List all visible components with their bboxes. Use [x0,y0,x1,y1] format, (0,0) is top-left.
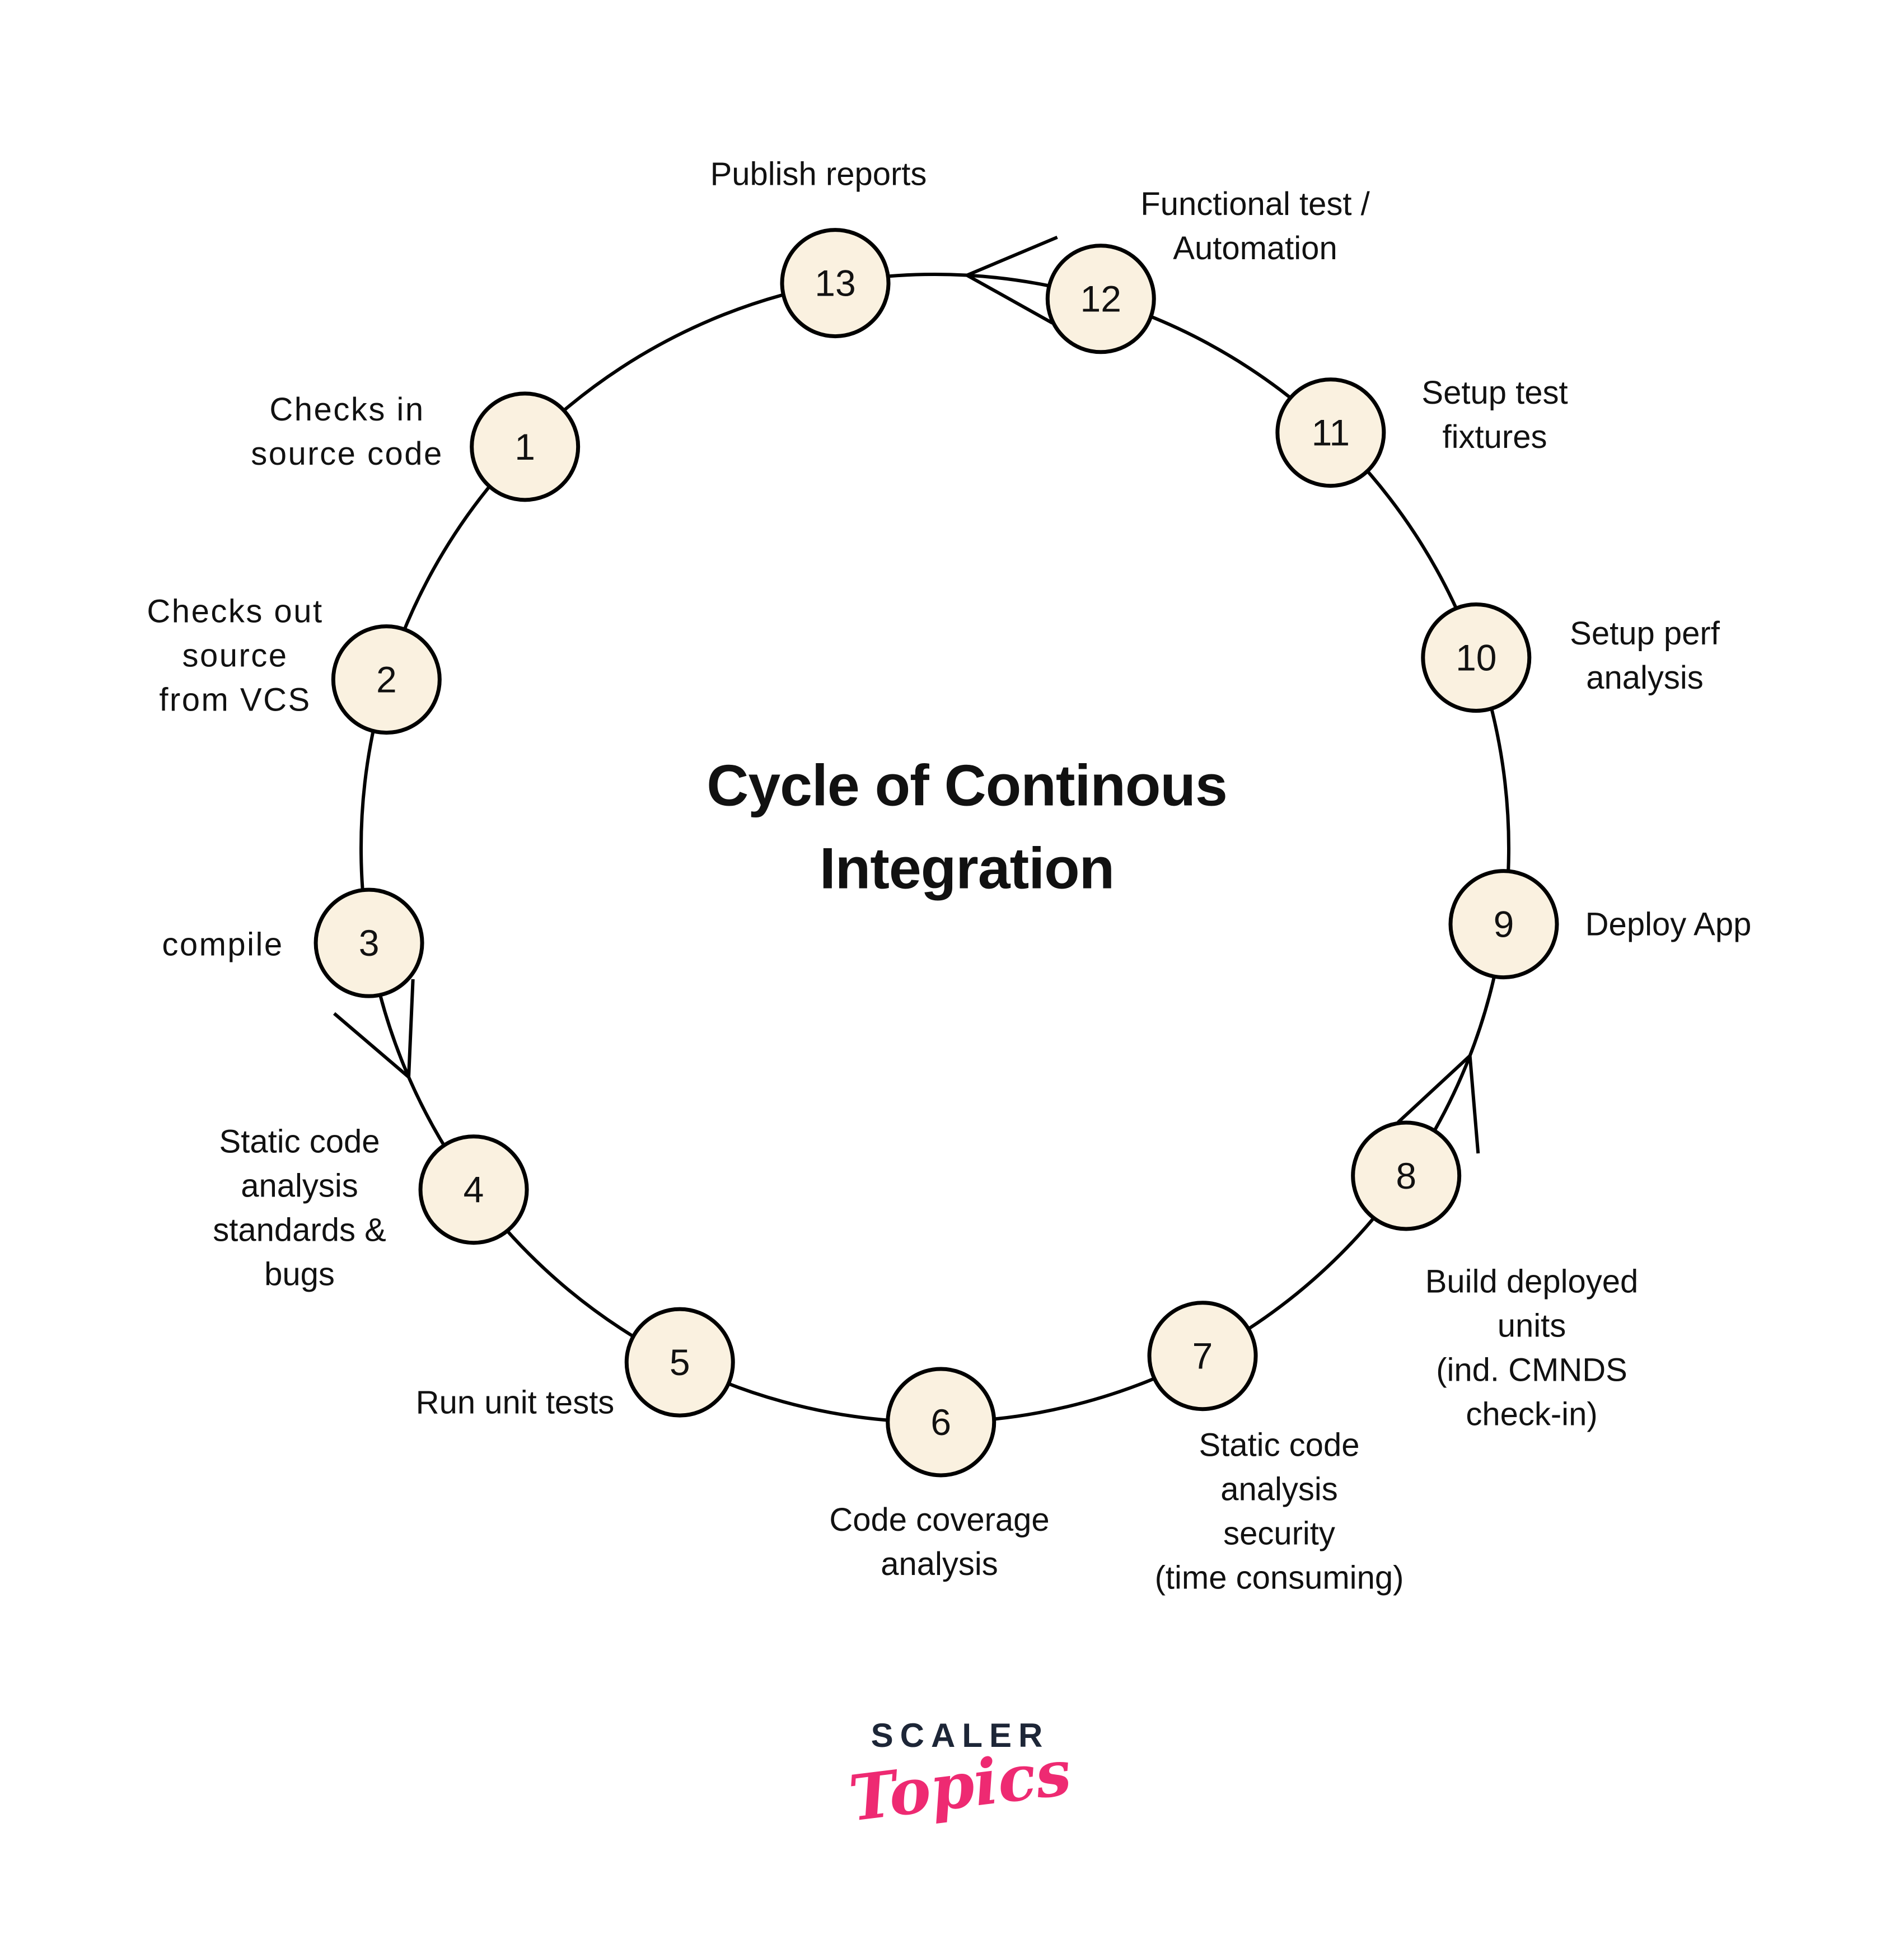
step-node-1: 1 [470,391,581,502]
step-number: 1 [514,426,535,468]
step-circle [331,624,442,735]
step-node-10: 10 [1421,602,1532,713]
step-node-2: 2 [331,624,442,735]
step-circle [314,887,424,998]
step-number: 10 [1456,637,1496,679]
step-circle [1045,244,1156,354]
step-number: 9 [1494,904,1514,945]
step-circle [1147,1301,1258,1411]
step-node-12: 12 [1045,244,1156,354]
step-label-7: Static code analysis security (time cons… [1154,1427,1404,1596]
step-number: 8 [1396,1155,1416,1196]
step-circle [624,1307,735,1418]
step-node-8: 8 [1351,1120,1462,1231]
flow-arrow-icon [333,979,415,1081]
step-circle [1421,602,1532,713]
step-number: 2 [376,659,397,700]
step-label-9: Deploy App [1585,906,1752,943]
step-node-4: 4 [418,1134,529,1245]
step-circle [1275,377,1386,488]
flow-arrow-icon [963,236,1058,325]
step-node-11: 11 [1275,377,1386,488]
step-node-5: 5 [624,1307,735,1418]
step-label-12: Functional test / Automation [1140,186,1370,267]
step-label-13: Publish reports [710,156,927,193]
step-circle [886,1367,997,1478]
step-label-11: Setup test fixtures [1421,375,1568,455]
step-number: 7 [1192,1335,1213,1377]
step-node-6: 6 [886,1367,997,1478]
step-label-3: compile [162,926,284,963]
step-node-7: 7 [1147,1301,1258,1411]
step-number: 13 [815,263,855,304]
step-label-10: Setup perf analysis [1570,615,1720,696]
step-circle [1351,1120,1462,1231]
step-label-8: Build deployed units (ind. CMNDS check-i… [1425,1263,1639,1432]
step-label-1: Checks in source code [251,391,443,472]
step-node-9: 9 [1448,869,1559,980]
step-number: 12 [1080,278,1121,320]
step-number: 6 [930,1401,951,1443]
step-label-4: Static code analysis standards & bugs [213,1123,386,1292]
flow-arrow-icon [1397,1052,1480,1154]
step-node-13: 13 [780,228,891,339]
scaler-topics-logo: SCALER Topics [845,1716,1075,1836]
step-label-5: Run unit tests [415,1384,615,1421]
step-number: 4 [464,1169,484,1210]
step-number: 3 [359,922,380,964]
diagram-title: Cycle of Continous Integration [707,753,1228,901]
step-label-2: Checks out source from VCS [147,593,324,718]
step-label-6: Code coverage analysis [829,1502,1050,1582]
step-circle [470,391,581,502]
logo-brand-text: SCALER [871,1717,1050,1754]
step-circle [1448,869,1559,980]
step-number: 11 [1312,412,1350,454]
step-number: 5 [670,1342,690,1383]
step-node-3: 3 [314,887,424,998]
step-circle [780,228,891,339]
step-circle [418,1134,529,1245]
